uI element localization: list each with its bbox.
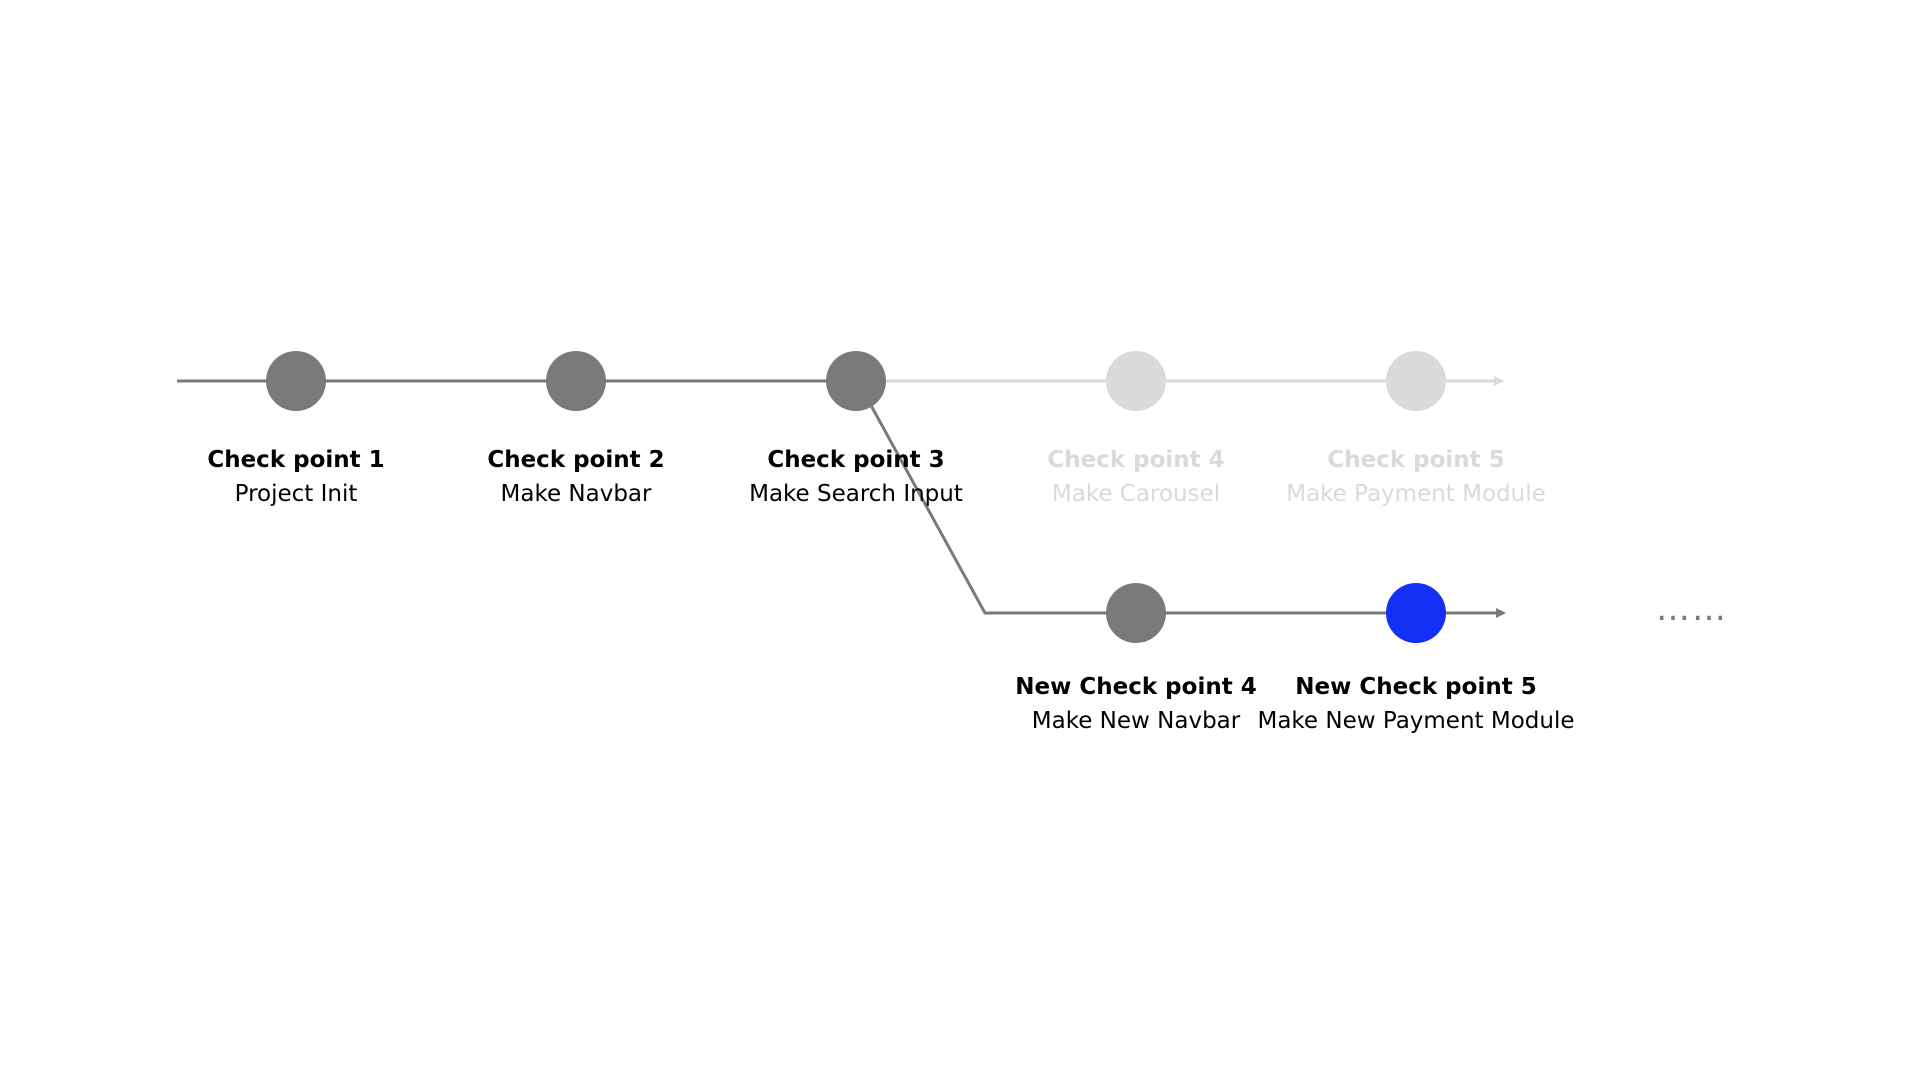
checkpoint-node-5[interactable] xyxy=(1386,351,1446,411)
checkpoint-desc-5: Make Payment Module xyxy=(1286,481,1546,507)
new-checkpoint-desc-5: Make New Payment Module xyxy=(1257,708,1574,734)
checkpoint-title-4: Check point 4 xyxy=(1047,447,1224,473)
new-checkpoint-title-5: New Check point 5 xyxy=(1295,674,1536,700)
checkpoint-node-2[interactable] xyxy=(546,351,606,411)
checkpoint-desc-4: Make Carousel xyxy=(1052,481,1220,507)
new-checkpoint-node-5[interactable] xyxy=(1386,583,1446,643)
checkpoint-title-1: Check point 1 xyxy=(207,447,384,473)
checkpoint-node-1[interactable] xyxy=(266,351,326,411)
checkpoint-node-3[interactable] xyxy=(826,351,886,411)
new-checkpoint-node-4[interactable] xyxy=(1106,583,1166,643)
checkpoint-desc-2: Make Navbar xyxy=(501,481,653,507)
new-checkpoint-desc-4: Make New Navbar xyxy=(1032,708,1241,734)
new-checkpoint-title-4: New Check point 4 xyxy=(1015,674,1256,700)
checkpoint-desc-3: Make Search Input xyxy=(749,481,963,507)
checkpoint-title-3: Check point 3 xyxy=(767,447,944,473)
checkpoint-title-2: Check point 2 xyxy=(487,447,664,473)
main-branch: Check point 1 Project Init Check point 2… xyxy=(207,351,1546,507)
branch-line xyxy=(866,399,1506,618)
checkpoint-node-4[interactable] xyxy=(1106,351,1166,411)
checkpoint-desc-1: Project Init xyxy=(235,481,358,507)
checkpoint-title-5: Check point 5 xyxy=(1327,447,1504,473)
continuation-ellipsis: …… xyxy=(1656,589,1728,629)
new-branch: New Check point 4 Make New Navbar New Ch… xyxy=(1015,583,1728,734)
